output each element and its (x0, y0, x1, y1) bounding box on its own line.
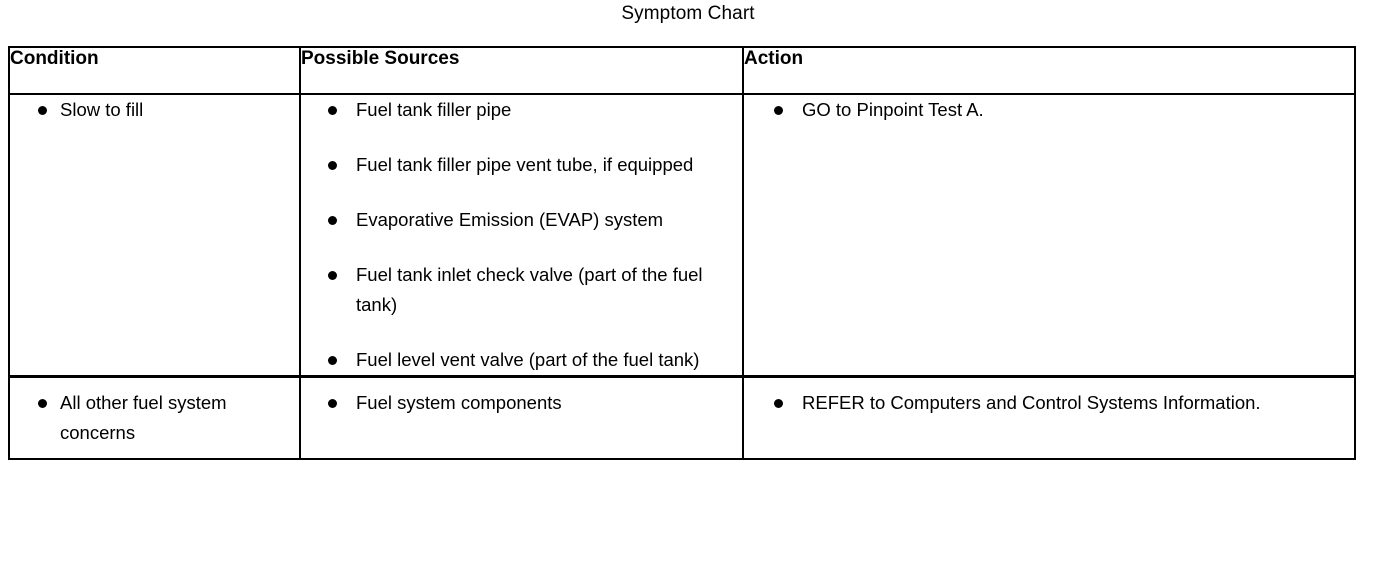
list-item: Evaporative Emission (EVAP) system (301, 205, 722, 235)
list-item-label: GO to Pinpoint Test A. (802, 99, 984, 120)
possible-sources-list: Fuel system components (301, 388, 742, 418)
table-body: Slow to fill Fuel tank filler pipe Fuel … (8, 93, 1356, 460)
cell-condition: Slow to fill (8, 93, 301, 378)
bullet-icon (38, 106, 47, 115)
cell-possible-sources: Fuel tank filler pipe Fuel tank filler p… (299, 93, 744, 378)
bullet-icon (328, 271, 337, 280)
table-row: Slow to fill Fuel tank filler pipe Fuel … (8, 93, 1356, 378)
page-title: Symptom Chart (621, 3, 755, 24)
list-item-label: Slow to fill (60, 99, 144, 120)
table-header-row: Condition Possible Sources Action (8, 46, 1356, 95)
list-item: Slow to fill (10, 95, 291, 125)
bullet-icon (328, 216, 337, 225)
list-item-label: Evaporative Emission (EVAP) system (356, 209, 664, 230)
list-item-label: All other fuel system concerns (60, 392, 227, 443)
table-row: All other fuel system concerns Fuel syst… (8, 375, 1356, 460)
symptom-chart-table: Condition Possible Sources Action Slow t… (8, 46, 1356, 460)
column-header-possible-sources: Possible Sources (299, 46, 744, 95)
list-item: Fuel level vent valve (part of the fuel … (301, 345, 722, 375)
cell-possible-sources: Fuel system components (299, 375, 744, 460)
list-item-label: Fuel tank inlet check valve (part of the… (356, 264, 703, 315)
bullet-icon (328, 106, 337, 115)
condition-list: Slow to fill (10, 95, 299, 125)
list-item: Fuel tank filler pipe (301, 95, 722, 125)
bullet-icon (774, 106, 783, 115)
action-list: REFER to Computers and Control Systems I… (744, 388, 1354, 418)
cell-condition: All other fuel system concerns (8, 375, 301, 460)
column-header-action: Action (742, 46, 1356, 95)
list-item-label: Fuel level vent valve (part of the fuel … (356, 349, 700, 370)
bullet-icon (328, 399, 337, 408)
bullet-icon (38, 399, 47, 408)
bullet-icon (328, 161, 337, 170)
list-item: Fuel system components (301, 388, 722, 418)
condition-list: All other fuel system concerns (10, 388, 299, 448)
cell-action: REFER to Computers and Control Systems I… (742, 375, 1356, 460)
table-header: Condition Possible Sources Action (8, 46, 1356, 95)
list-item: Fuel tank inlet check valve (part of the… (301, 260, 722, 320)
list-item-label: REFER to Computers and Control Systems I… (802, 392, 1261, 413)
cell-action: GO to Pinpoint Test A. (742, 93, 1356, 378)
list-item-label: Fuel tank filler pipe vent tube, if equi… (356, 154, 694, 175)
list-item: GO to Pinpoint Test A. (744, 95, 1334, 125)
list-item: REFER to Computers and Control Systems I… (744, 388, 1334, 418)
list-item: Fuel tank filler pipe vent tube, if equi… (301, 150, 722, 180)
bullet-icon (328, 356, 337, 365)
column-header-condition: Condition (8, 46, 301, 95)
list-item-label: Fuel tank filler pipe (356, 99, 512, 120)
action-list: GO to Pinpoint Test A. (744, 95, 1354, 125)
list-item-label: Fuel system components (356, 392, 562, 413)
list-item: All other fuel system concerns (10, 388, 291, 448)
possible-sources-list: Fuel tank filler pipe Fuel tank filler p… (301, 95, 742, 375)
bullet-icon (774, 399, 783, 408)
